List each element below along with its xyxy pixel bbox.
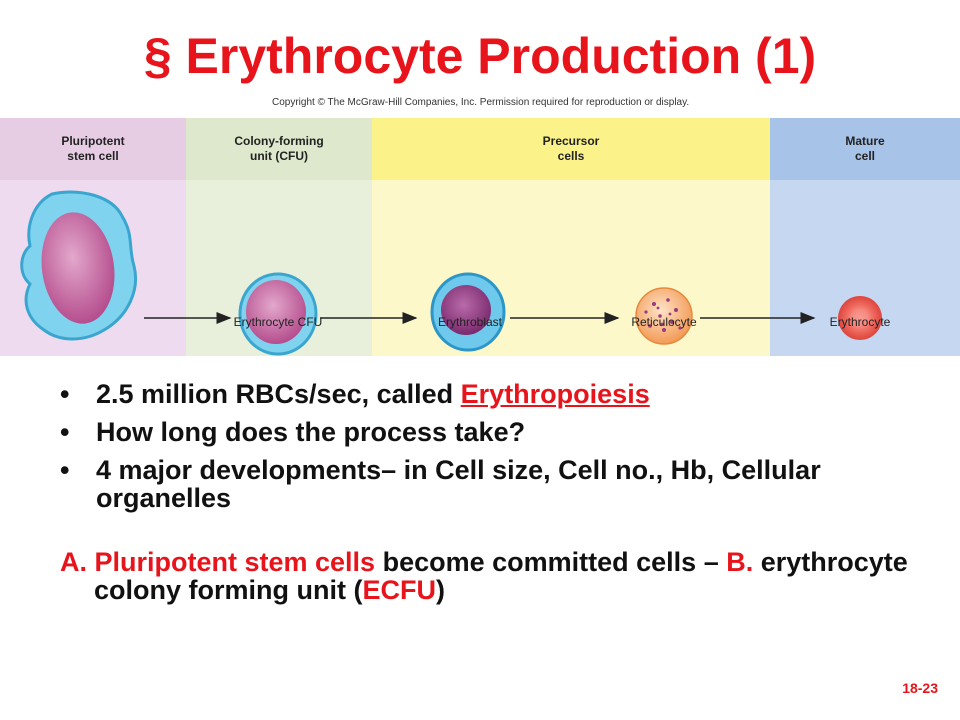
erythropoiesis-link[interactable]: Erythropoiesis bbox=[460, 379, 650, 409]
para-text: become committed cells – bbox=[375, 547, 727, 577]
page-number: 18-23 bbox=[902, 680, 938, 696]
caption-erythroblast: Erythroblast bbox=[437, 315, 503, 329]
bullet-text: 4 major developments– in Cell size, Cell… bbox=[96, 455, 821, 513]
erythrocyte-cfu-icon bbox=[238, 272, 318, 356]
ecfu-abbr: ECFU bbox=[362, 575, 436, 605]
slide-title: § Erythrocyte Production (1) bbox=[143, 28, 817, 84]
pluripotent-stem-cell-icon bbox=[20, 190, 137, 341]
copyright-notice: Copyright © The McGraw-Hill Companies, I… bbox=[272, 97, 690, 108]
bullet-item: • 2.5 million RBCs/sec, called Erythropo… bbox=[60, 380, 930, 408]
reticulocyte-icon bbox=[635, 287, 693, 345]
bullet-text: How long does the process take? bbox=[96, 417, 526, 447]
stage-header: Pluripotent stem cell bbox=[0, 118, 186, 180]
bullet-list: • 2.5 million RBCs/sec, called Erythropo… bbox=[60, 380, 930, 522]
label-b: B. bbox=[726, 547, 754, 577]
label-a: A. Pluripotent stem cells bbox=[60, 547, 376, 577]
stage-header: Colony-forming unit (CFU) bbox=[186, 118, 372, 180]
caption-erythrocyte-cfu: Erythrocyte CFU bbox=[233, 315, 323, 329]
caption-erythrocyte: Erythrocyte bbox=[829, 315, 891, 329]
stage-column-precursor: Precursor cells bbox=[372, 118, 770, 356]
stage-header: Mature cell bbox=[770, 118, 960, 180]
para-text: ) bbox=[435, 575, 445, 605]
erythropoiesis-figure: Pluripotent stem cell Colony-forming uni… bbox=[0, 118, 960, 356]
bullet-item: • 4 major developments– in Cell size, Ce… bbox=[60, 456, 930, 512]
bullet-text: 2.5 million RBCs/sec, called bbox=[96, 379, 461, 409]
caption-reticulocyte: Reticulocyte bbox=[631, 315, 697, 329]
cell-diagram bbox=[20, 190, 882, 356]
bullet-dot: • bbox=[60, 417, 70, 447]
bullet-dot: • bbox=[60, 455, 70, 485]
bullet-dot: • bbox=[60, 379, 70, 409]
stage-column-cfu: Colony-forming unit (CFU) bbox=[186, 118, 372, 356]
para-text: erythrocyte colony forming unit ( bbox=[94, 547, 908, 605]
bullet-item: • How long does the process take? bbox=[60, 418, 930, 446]
committed-cells-paragraph: A. Pluripotent stem cells become committ… bbox=[60, 548, 924, 604]
erythrocyte-icon bbox=[838, 296, 882, 340]
erythroblast-icon bbox=[430, 272, 506, 352]
stage-header: Precursor cells bbox=[372, 118, 770, 180]
